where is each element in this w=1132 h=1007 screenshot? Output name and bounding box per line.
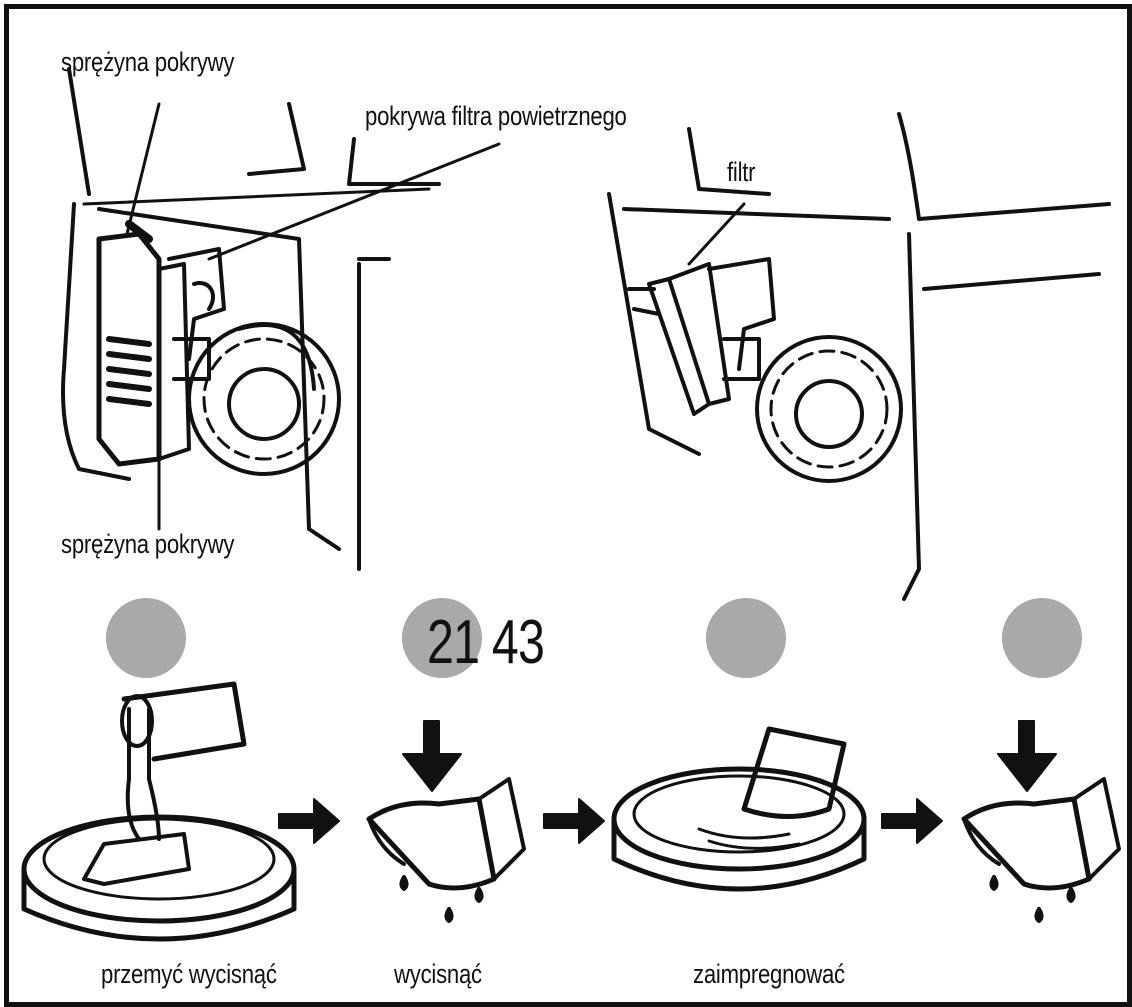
cover-spring-label-bottom: sprężyna pokrywy (61, 529, 235, 559)
air-filter-cover-label: pokrywa filtra powietrznego (365, 101, 627, 131)
step-numbers: 21 43 (427, 608, 545, 677)
caption-step2: wycisnąć (394, 959, 482, 989)
arrow-2 (543, 798, 605, 844)
step2-squeeze-illustration (366, 720, 526, 923)
step3-impregnate-illustration (611, 726, 867, 892)
filter-label: filtr (727, 157, 756, 187)
generator-left-illustration (61, 67, 501, 571)
step-circle-1 (106, 598, 186, 678)
step-circle-2 (402, 598, 482, 678)
cover-spring-label-top: sprężyna pokrywy (61, 47, 235, 77)
diagram-frame: sprężyna pokrywy pokrywa filtra powietrz… (4, 4, 1132, 1007)
caption-step1: przemyć wycisnąć (101, 959, 277, 989)
arrow-3 (881, 798, 943, 844)
diagram-drawing (21, 67, 1121, 942)
generator-right-illustration (607, 112, 1111, 601)
step-circle-4 (1002, 598, 1082, 678)
arrow-1 (278, 798, 340, 844)
caption-step3: zaimpregnować (693, 959, 845, 989)
step1-wash-illustration (21, 681, 297, 942)
step-circle-3 (706, 598, 786, 678)
step4-squeeze-illustration (961, 720, 1121, 923)
